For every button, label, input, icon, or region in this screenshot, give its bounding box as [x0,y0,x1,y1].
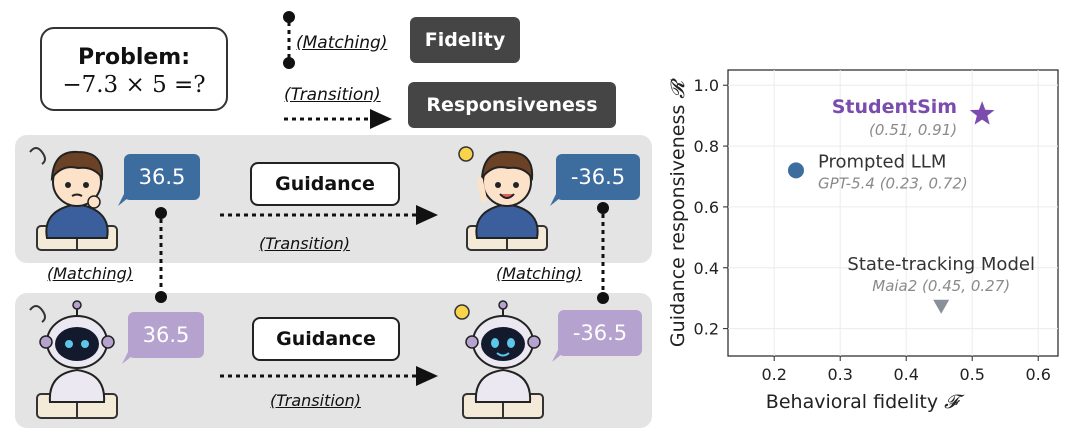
point-name-label: Prompted LLM [818,151,946,172]
y-ticks: 0.2 0.4 0.6 0.8 1.0 [694,76,728,339]
student-idea-icon [458,146,548,251]
x-tick-label: 0.3 [827,365,852,384]
scatter-chart: 0.2 0.3 0.4 0.5 0.6 0.2 0.4 0.6 0.8 1.0 StudentS… [667,69,1059,413]
problem-equation: −7.3 × 5 =? [62,72,206,98]
data-points: StudentSim (0.51, 0.91) Prompted LLM GPT-5.… [787,96,1035,314]
legend-matching-label: (Matching) [296,33,388,53]
x-tick-label: 0.2 [761,365,786,384]
grid-lines [728,70,1058,356]
y-tick-label: 0.4 [694,259,719,278]
y-tick-label: 0.2 [694,320,719,339]
robot-answer-before: 36.5 [128,312,204,358]
legend-transition-arrow [284,109,392,129]
y-axis-label: Guidance responsiveness 𝓡 [667,78,689,347]
robot-guidance-box: Guidance [252,317,400,361]
robot-transition-label: (Transition) [270,391,361,410]
x-tick-label: 0.4 [893,365,918,384]
student-transition-arrow [220,205,438,225]
robot-thinking-icon [29,300,118,419]
legend-matching-connector [283,11,295,69]
student-thinking-icon [29,147,118,251]
matching-label-left: (Matching) [47,264,134,283]
robot-answer-after: -36.5 [558,310,642,356]
x-axis-label: Behavioral fidelity 𝓕 [766,391,965,413]
student-guidance-box: Guidance [250,162,400,206]
robot-bubble-tail-before [122,348,142,364]
x-tick-label: 0.5 [959,365,984,384]
fidelity-label: Fidelity [410,17,520,63]
y-tick-label: 1.0 [694,76,719,95]
problem-title: Problem: [77,45,191,70]
triangle-marker [933,299,950,314]
matching-label-right: (Matching) [496,264,583,283]
point-name-label: State-tracking Model [847,254,1035,275]
matching-connector-right [597,202,609,304]
robot-bubble-tail-after [552,346,572,362]
x-ticks: 0.2 0.3 0.4 0.5 0.6 [761,356,1051,384]
point-sub-label: GPT-5.4 (0.23, 0.72) [818,174,968,192]
student-answer-after: -36.5 [556,154,640,200]
star-marker [969,101,995,125]
point-name-label: StudentSim [832,96,957,118]
problem-box: Problem: −7.3 × 5 =? [40,27,228,111]
circle-marker [787,162,804,179]
point-sub-label: Maia2 (0.45, 0.27) [872,277,1010,295]
point-sub-label: (0.51, 0.91) [869,121,957,139]
student-transition-label: (Transition) [259,234,350,253]
matching-connector-left [155,207,167,303]
y-tick-label: 0.6 [694,198,719,217]
y-tick-label: 0.8 [694,137,719,156]
student-bubble-tail-before [118,190,138,206]
student-bubble-tail-after [550,190,570,206]
student-answer-before: 36.5 [124,154,200,200]
responsiveness-label: Responsiveness [408,82,616,128]
plot-area [727,69,1059,357]
x-tick-label: 0.6 [1025,365,1050,384]
robot-transition-arrow [220,366,438,386]
robot-idea-icon [454,300,544,419]
legend-transition-label: (Transition) [284,85,381,105]
